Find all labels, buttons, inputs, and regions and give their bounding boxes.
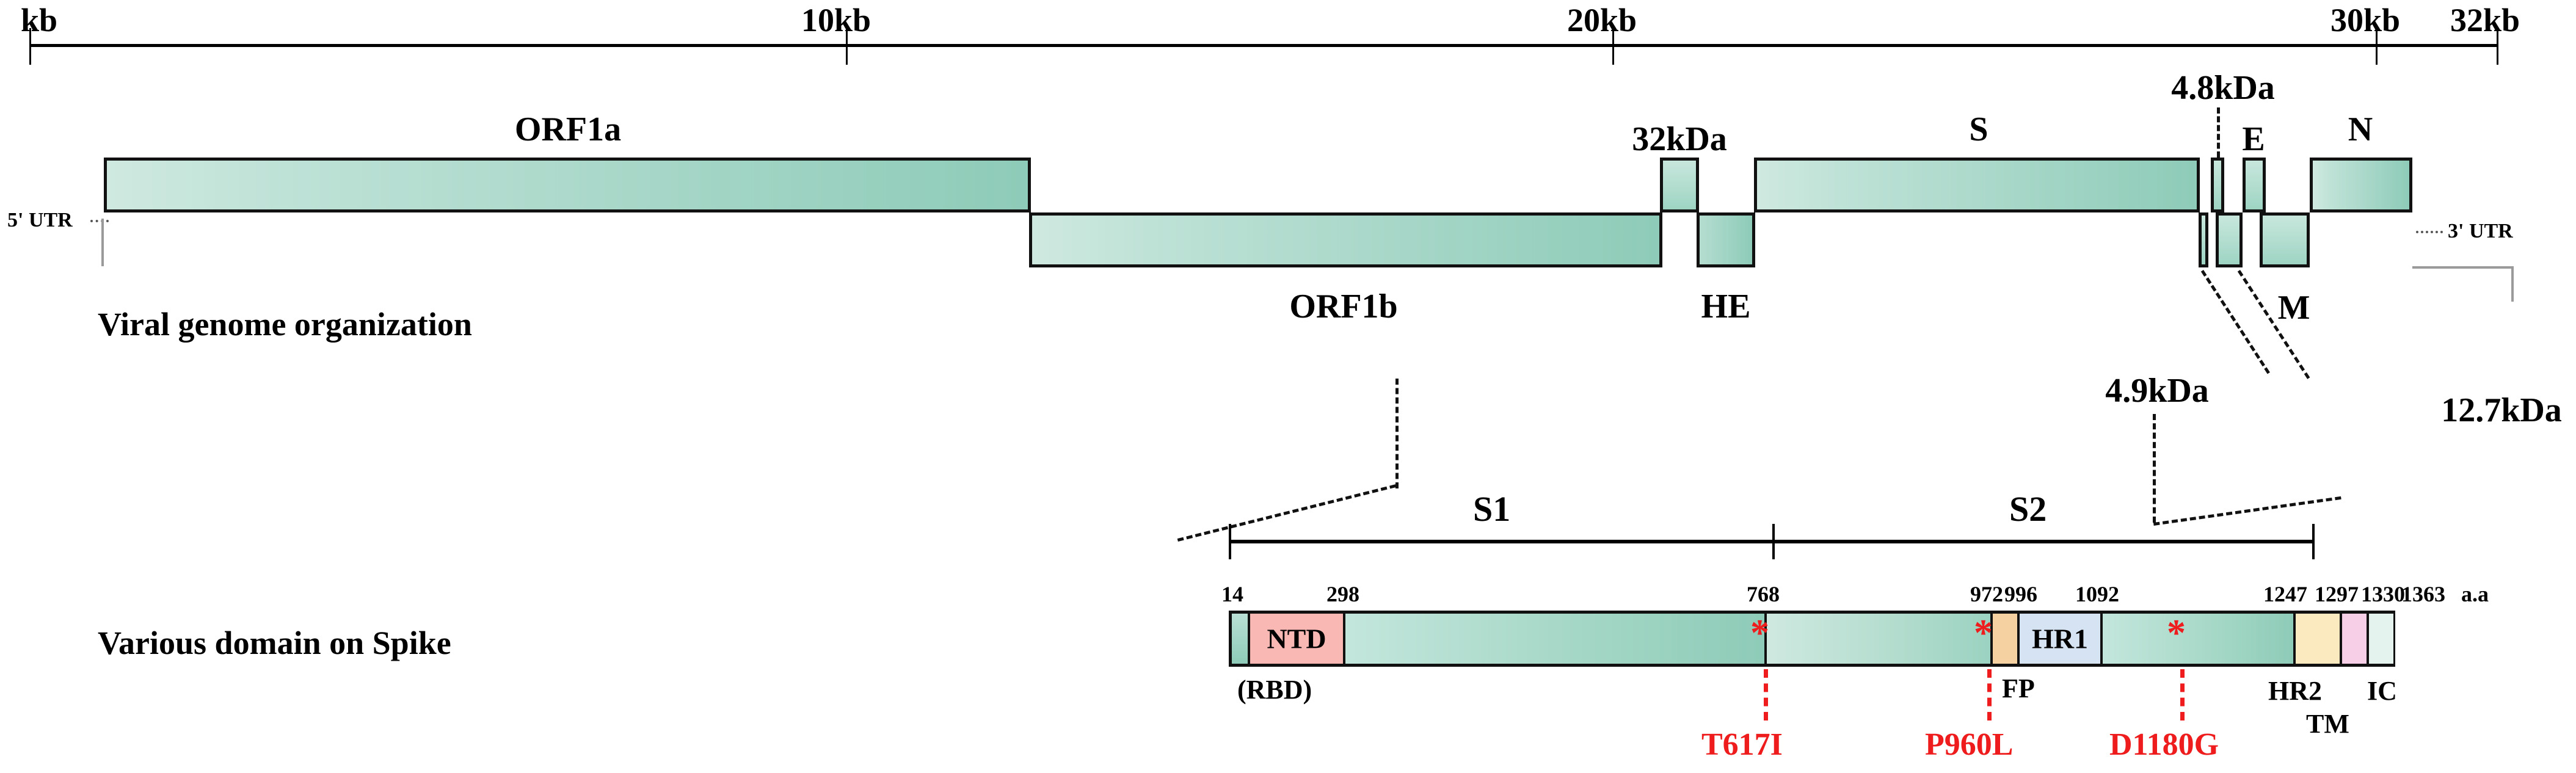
bracket-divider-s1s2 — [1772, 524, 1775, 559]
gene-label-e: E — [2242, 120, 2265, 158]
spike-segment-1092-1247[interactable] — [2103, 614, 2296, 664]
zoom-leader-right-diagonal — [2153, 496, 2341, 526]
spike-pos-1330: 1330 — [2361, 582, 2405, 606]
utr3-leader — [2416, 231, 2443, 233]
utr3-label: 3' UTR — [2448, 220, 2513, 242]
mutation-label-t617i: T617I — [1701, 727, 1783, 762]
zoom-leader-left-diagonal — [1177, 484, 1396, 542]
gene-label-he: HE — [1701, 288, 1751, 325]
spike-segment-nterm-stub[interactable] — [1232, 614, 1248, 664]
mutation-star-d1180g: * — [2167, 612, 2186, 654]
gene-label-n: N — [2348, 111, 2373, 148]
gene-box-m[interactable] — [2260, 212, 2310, 267]
ruler-label-20kb: 20kb — [1567, 2, 1637, 38]
spike-domain-bar[interactable]: NTD HR1 — [1229, 611, 2395, 667]
mutation-star-t617i: * — [1750, 612, 1769, 654]
spike-label-rbd: (RBD) — [1237, 675, 1312, 705]
spike-pos-996: 996 — [2004, 582, 2037, 606]
gene-box-e[interactable] — [2243, 158, 2266, 212]
gene-box-32kda[interactable] — [1660, 158, 1699, 212]
spike-domain-fp[interactable] — [1990, 614, 2020, 664]
leader-4-8kda — [2217, 107, 2220, 158]
spike-domain-tm[interactable] — [2342, 614, 2369, 664]
utr5-leader — [90, 220, 109, 222]
gene-box-s[interactable] — [1754, 158, 2200, 212]
zoom-leader-left-vertical — [1395, 379, 1399, 488]
spike-unit-label: a.a — [2461, 582, 2489, 606]
gene-box-he[interactable] — [1697, 212, 1755, 267]
ruler-tick-10kb — [846, 28, 848, 65]
ruler-tick-30kb — [2376, 28, 2378, 65]
gene-box-4-9kda[interactable] — [2216, 212, 2243, 267]
bracket-end-left — [1229, 524, 1231, 559]
gene-box-orf1a[interactable] — [104, 158, 1031, 212]
gene-box-ns1-sliver[interactable] — [2199, 212, 2208, 267]
gene-label-orf1a: ORF1a — [514, 111, 622, 148]
spike-s1s2-bracket — [1229, 540, 2315, 543]
gene-label-12-7kda: 12.7kDa — [2441, 391, 2562, 429]
ruler-label-30kb: 30kb — [2330, 2, 2401, 38]
gene-label-32kda: 32kDa — [1632, 120, 1727, 158]
bracket-label-s1: S1 — [1473, 489, 1511, 529]
spike-segment-rbd[interactable] — [1345, 614, 1767, 664]
spike-domain-ic[interactable] — [2369, 614, 2393, 664]
spike-pos-1092: 1092 — [2075, 582, 2119, 606]
utr5-tickmark — [101, 219, 104, 266]
spike-pos-768: 768 — [1747, 582, 1780, 606]
spike-pos-14: 14 — [1221, 582, 1243, 606]
gene-box-orf1b[interactable] — [1029, 212, 1662, 267]
gene-label-4-9kda: 4.9kDa — [2105, 372, 2209, 410]
mutation-label-d1180g: D1180G — [2109, 727, 2219, 762]
mutation-leader-p960l — [1987, 669, 1992, 720]
spike-pos-972: 972 — [1970, 582, 2003, 606]
gene-label-orf1b: ORF1b — [1289, 288, 1398, 325]
spike-pos-1247: 1247 — [2263, 582, 2307, 606]
mutation-label-p960l: P960L — [1925, 727, 2014, 762]
spike-pos-1297: 1297 — [2315, 582, 2359, 606]
spike-label-fp: FP — [2002, 673, 2035, 703]
spike-pos-298: 298 — [1326, 582, 1359, 606]
mutation-leader-t617i — [1764, 669, 1768, 720]
bracket-end-right — [2312, 524, 2315, 559]
mutation-star-p960l: * — [1974, 612, 1993, 654]
spike-label-hr2: HR2 — [2268, 676, 2322, 706]
spike-pos-1363: 1363 — [2401, 582, 2445, 606]
gene-box-4-8kda[interactable] — [2211, 158, 2224, 212]
spike-domain-hr1[interactable]: HR1 — [2020, 614, 2103, 664]
utr3-baseline — [2412, 266, 2514, 269]
row-title-spike: Various domain on Spike — [98, 625, 451, 661]
spike-label-ic: IC — [2367, 676, 2397, 706]
genome-scale-axis — [29, 44, 2498, 47]
gene-label-4-8kda: 4.8kDa — [2171, 69, 2275, 107]
spike-domain-hr2[interactable] — [2296, 614, 2342, 664]
gene-label-s: S — [1969, 111, 1988, 148]
spike-domain-hr1-label: HR1 — [2032, 623, 2088, 655]
spike-domain-ntd[interactable]: NTD — [1248, 614, 1345, 664]
spike-segment-768-972[interactable] — [1767, 614, 1990, 664]
ruler-tick-0kb — [29, 28, 31, 65]
ruler-tick-32kb — [2497, 28, 2498, 65]
bracket-label-s2: S2 — [2009, 489, 2047, 529]
row-title-genome: Viral genome organization — [98, 306, 472, 343]
ruler-label-32kb: 32kb — [2450, 2, 2520, 38]
utr3-tickmark — [2511, 266, 2514, 302]
spike-label-tm: TM — [2306, 709, 2349, 739]
zoom-leader-right-vertical — [2153, 414, 2156, 523]
mutation-leader-d1180g — [2180, 669, 2185, 720]
ruler-label-0kb: kb — [21, 2, 58, 38]
utr5-label: 5' UTR — [7, 209, 73, 231]
spike-domain-ntd-label: NTD — [1267, 623, 1326, 655]
gene-label-m: M — [2277, 289, 2310, 327]
ruler-label-10kb: 10kb — [801, 2, 871, 38]
gene-box-n[interactable] — [2310, 158, 2412, 212]
ruler-tick-20kb — [1612, 28, 1614, 65]
